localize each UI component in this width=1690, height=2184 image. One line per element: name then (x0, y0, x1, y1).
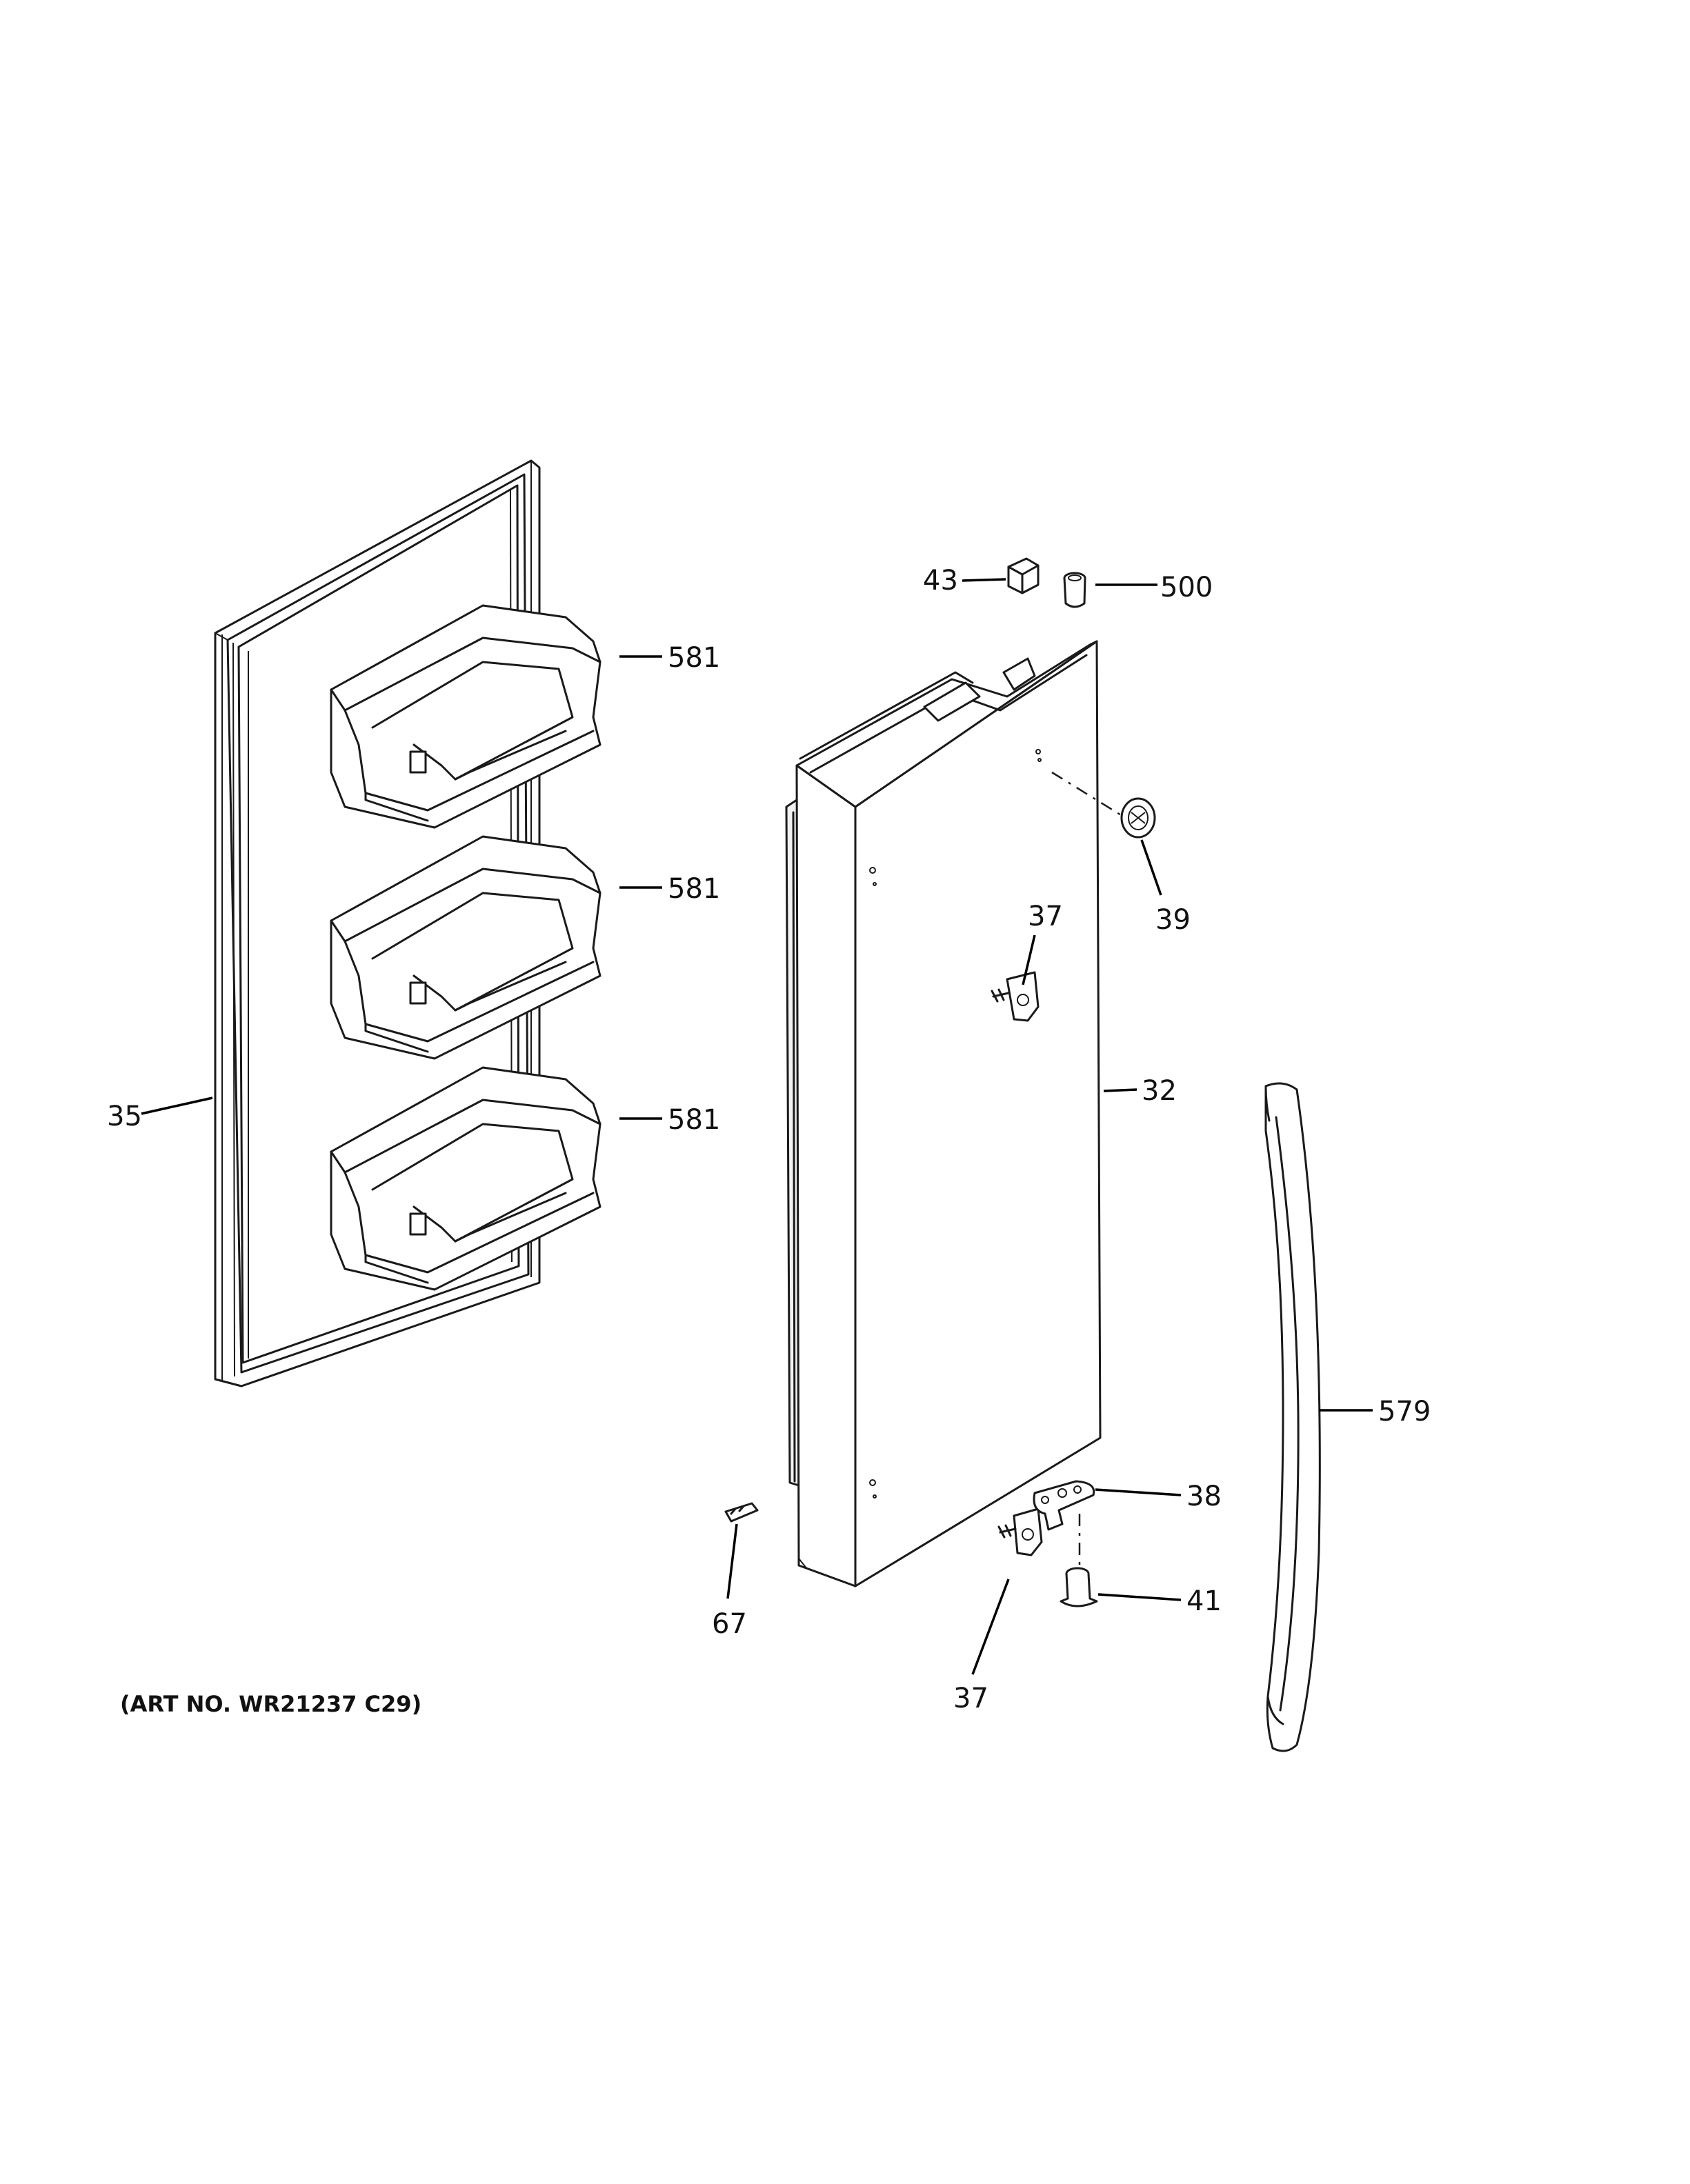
callout-43: 43 (923, 565, 958, 597)
leader-32 (1103, 1088, 1137, 1092)
leader-43 (962, 578, 1006, 582)
callout-67: 67 (712, 1608, 747, 1640)
door-assembly (785, 640, 1102, 1587)
leader-67 (726, 1523, 738, 1599)
leader-37-lower (971, 1579, 1010, 1675)
plug-part (1120, 797, 1156, 839)
callout-39: 39 (1155, 904, 1191, 936)
callout-581-top: 581 (668, 642, 720, 674)
door-bin-bottom (330, 1066, 602, 1291)
clip-part (724, 1502, 759, 1523)
door-stop-lower-part (997, 1507, 1043, 1556)
door-bin-middle (330, 835, 602, 1060)
callout-41: 41 (1186, 1585, 1222, 1617)
art-number: (ART NO. WR21237 C29) (120, 1691, 421, 1717)
hinge-cap-part (1007, 557, 1040, 594)
bushing-part (1063, 572, 1086, 608)
callout-581-bottom: 581 (668, 1104, 720, 1136)
leader-41 (1097, 1593, 1182, 1601)
hinge-plate-part (1033, 1480, 1095, 1531)
callout-37-upper: 37 (1028, 901, 1063, 932)
leader-35 (141, 1096, 213, 1115)
door-handle (1264, 1082, 1321, 1752)
callout-37-lower: 37 (953, 1683, 988, 1714)
callout-581-middle: 581 (668, 873, 720, 905)
leader-38 (1095, 1488, 1182, 1496)
leader-37-upper (1022, 934, 1036, 985)
leader-39 (1140, 839, 1162, 896)
callout-35: 35 (107, 1101, 142, 1132)
callout-38: 38 (1186, 1481, 1222, 1512)
door-bin-top (330, 604, 602, 829)
callout-32: 32 (1142, 1075, 1177, 1107)
callout-500: 500 (1160, 572, 1213, 603)
callout-579: 579 (1378, 1396, 1431, 1427)
door-stop-upper-part (991, 971, 1040, 1022)
lower-bushing-part (1060, 1567, 1098, 1607)
